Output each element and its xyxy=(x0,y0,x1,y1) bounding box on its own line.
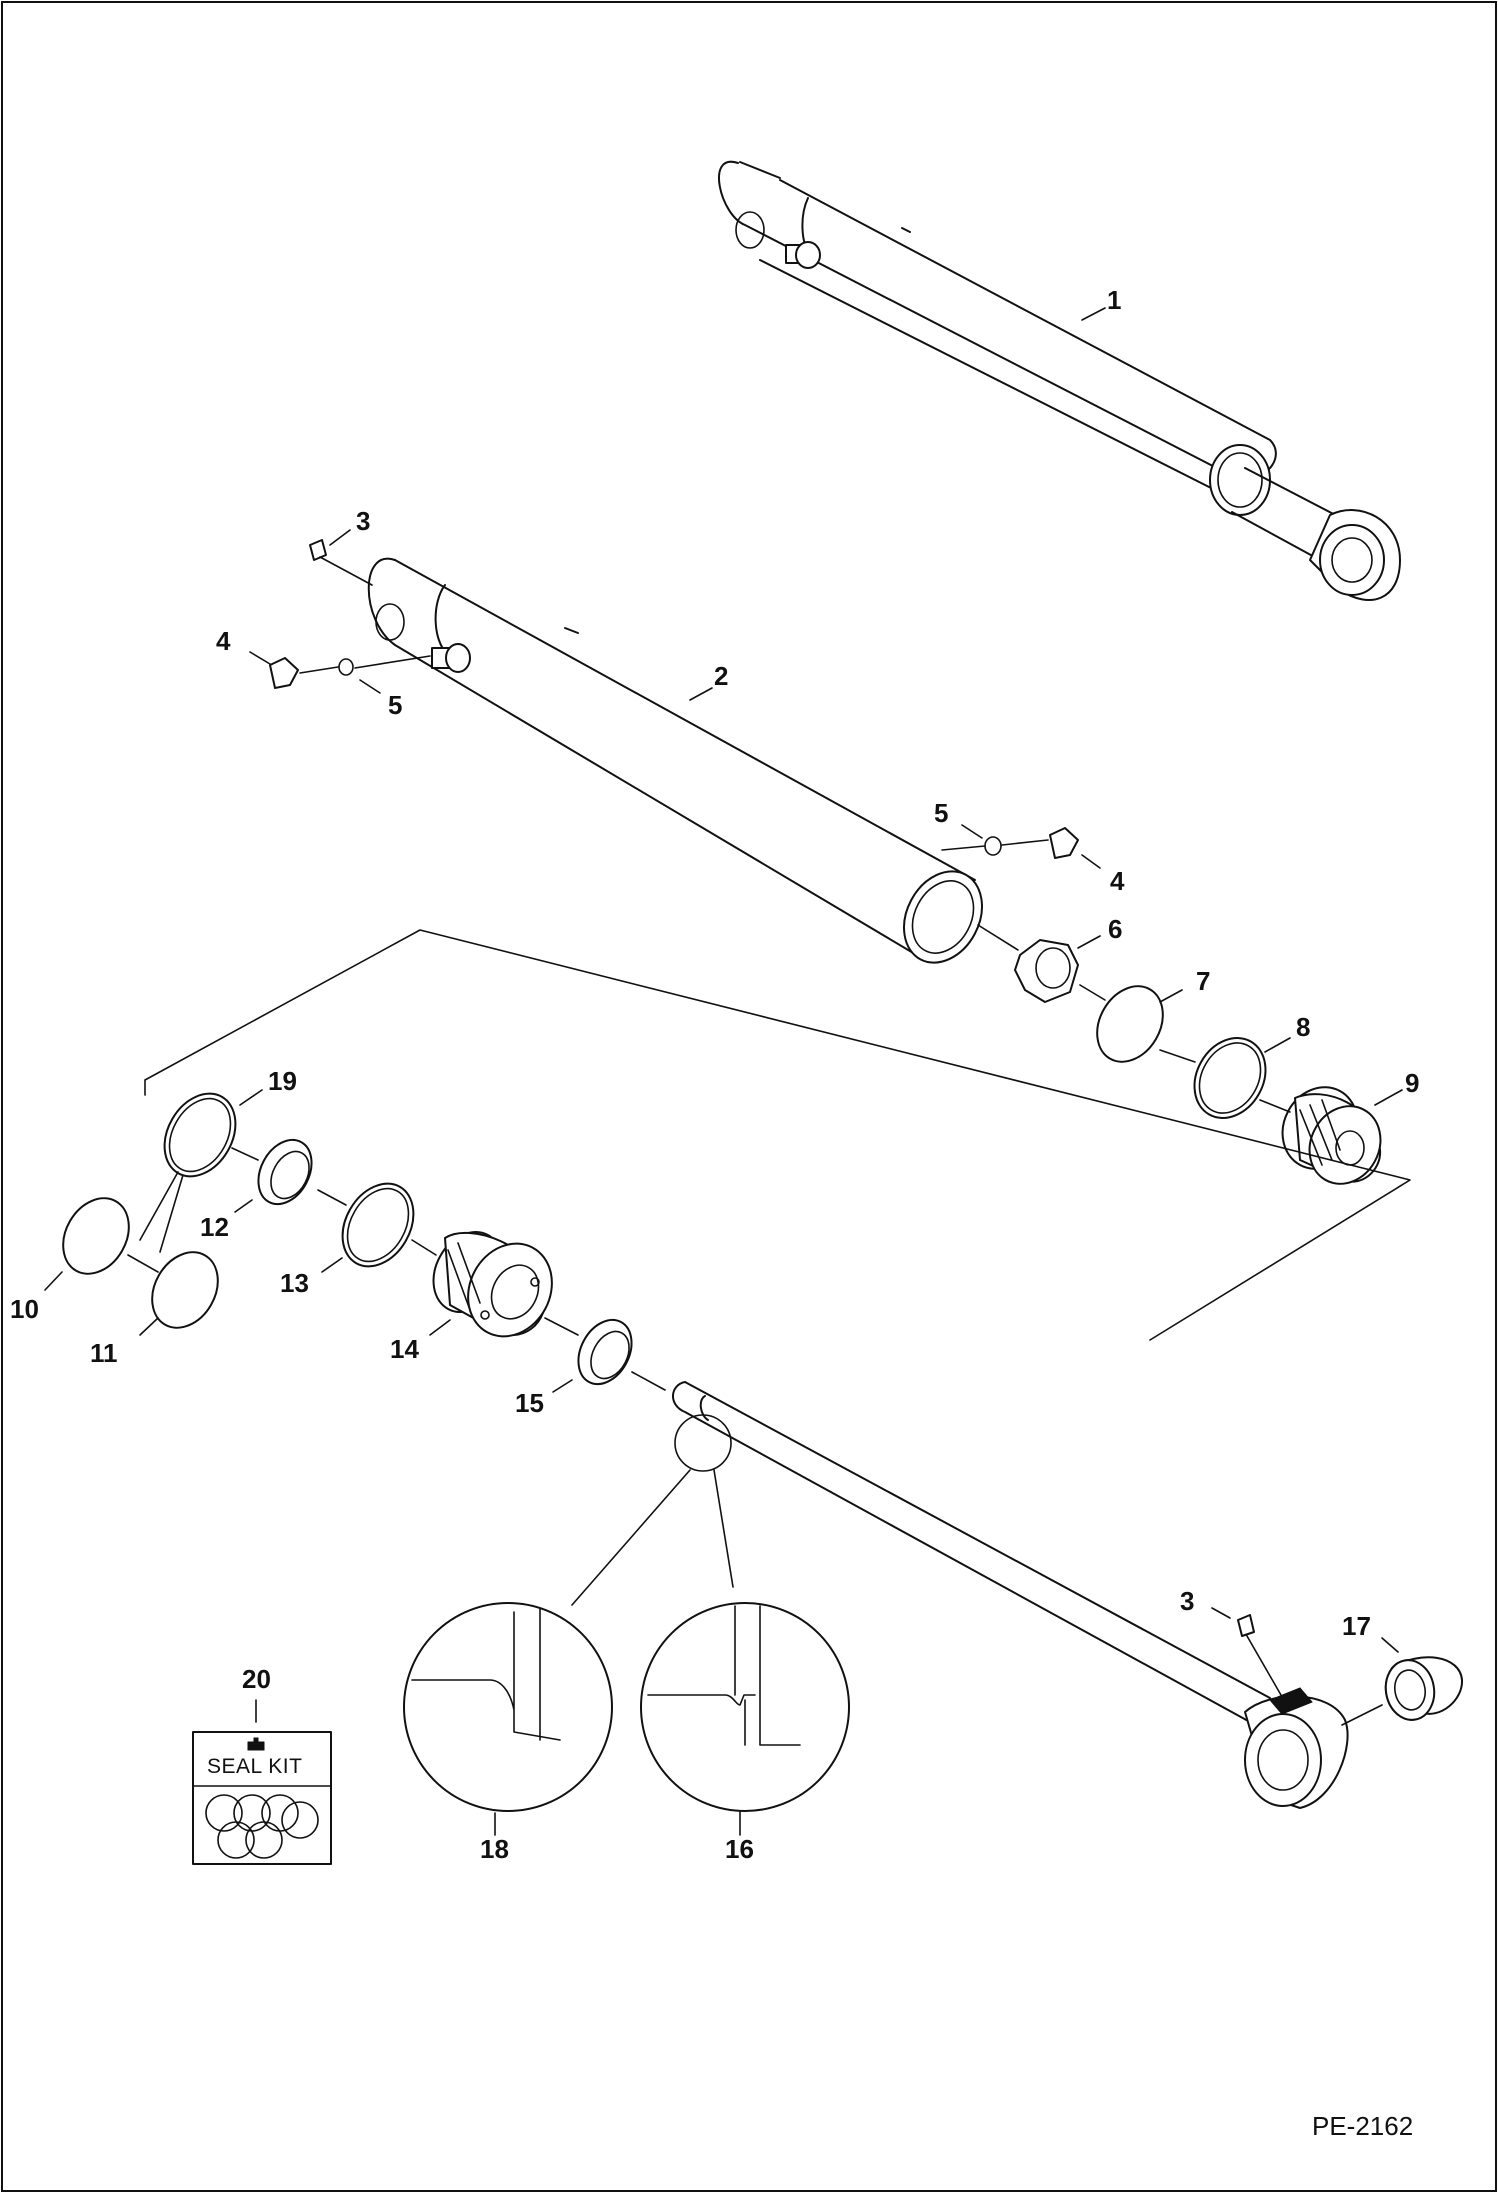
leader-1 xyxy=(1081,307,1106,321)
leader-12 xyxy=(234,1199,253,1213)
leader-4b-2 xyxy=(1081,854,1101,869)
callout-10: 10 xyxy=(10,1294,39,1324)
callout-5a: 5 xyxy=(388,690,402,720)
callout-1: 1 xyxy=(1107,285,1121,315)
leader-4a xyxy=(249,651,271,665)
callout-5b: 5 xyxy=(934,798,948,828)
leader-6-2 xyxy=(977,924,1019,951)
wiper-12 xyxy=(257,1138,313,1206)
callout-8: 8 xyxy=(1296,1012,1310,1042)
leader-19 xyxy=(239,1089,263,1106)
leader-4b-1 xyxy=(1001,839,1049,846)
leader-14 xyxy=(429,1319,451,1336)
callout-9: 9 xyxy=(1405,1068,1419,1098)
detail-source-circle xyxy=(674,1414,732,1472)
callout-7: 7 xyxy=(1196,966,1210,996)
grease-fitting-lower xyxy=(1237,1614,1286,1703)
callout-4b: 4 xyxy=(1110,866,1125,896)
leader-10 xyxy=(44,1271,63,1291)
callout-13: 13 xyxy=(280,1268,309,1298)
seal-kit-bracket xyxy=(144,929,1411,1341)
assembled-cylinder xyxy=(718,160,1401,601)
leader-5b xyxy=(941,845,986,851)
seal-kit-package xyxy=(192,1731,332,1865)
leader-9 xyxy=(1374,1089,1403,1106)
leader-8 xyxy=(1264,1037,1291,1053)
callout-15: 15 xyxy=(515,1388,544,1418)
callout-17: 17 xyxy=(1342,1611,1371,1641)
o-ring-right xyxy=(984,836,1002,856)
callout-14: 14 xyxy=(390,1334,419,1364)
hex-nut xyxy=(1014,939,1079,1003)
leader-5b-2 xyxy=(961,824,983,839)
ring-19-inner xyxy=(168,1097,232,1173)
callout-16: 16 xyxy=(725,1834,754,1864)
detail-line-18 xyxy=(571,1469,691,1606)
leader-9-2 xyxy=(1259,1099,1291,1113)
leader-6 xyxy=(1077,935,1101,949)
leader-5a-3 xyxy=(359,679,381,694)
leader-5a-2 xyxy=(354,655,431,669)
leader-11-19 xyxy=(159,1174,184,1253)
ring-13-inner xyxy=(346,1187,410,1263)
leader-15-3 xyxy=(631,1371,666,1391)
leader-13 xyxy=(321,1257,343,1273)
ring-10 xyxy=(62,1197,130,1275)
ring-8 xyxy=(1193,1037,1267,1119)
leader-12-2 xyxy=(231,1147,259,1161)
leader-5a-1 xyxy=(299,666,339,674)
ring-11 xyxy=(151,1251,219,1329)
seal-kit-label: SEAL KIT xyxy=(207,1755,302,1778)
detail-view-18 xyxy=(403,1602,613,1812)
callout-20: 20 xyxy=(242,1664,271,1694)
barrel xyxy=(367,557,983,964)
leader-17-2 xyxy=(1341,1704,1383,1726)
detail-line-16 xyxy=(713,1469,734,1588)
leader-10-19 xyxy=(139,1171,179,1241)
callout-19: 19 xyxy=(268,1066,297,1096)
callout-4a: 4 xyxy=(216,626,231,656)
leader-8-2 xyxy=(1159,1049,1196,1063)
leader-3b xyxy=(1211,1607,1231,1619)
leader-15-2 xyxy=(544,1317,579,1336)
document-id: PE-2162 xyxy=(1312,2111,1413,2141)
cylinder-head xyxy=(432,1230,553,1338)
ring-13 xyxy=(341,1182,415,1268)
callout-11: 11 xyxy=(90,1338,118,1368)
detail-view-16 xyxy=(640,1602,850,1812)
ring-7 xyxy=(1096,985,1164,1063)
leader-7-2 xyxy=(1079,984,1106,1001)
ring-8-inner xyxy=(1198,1042,1262,1114)
callout-18: 18 xyxy=(480,1834,509,1864)
leader-11 xyxy=(139,1317,159,1336)
wiper-15 xyxy=(577,1318,633,1386)
callout-3a: 3 xyxy=(356,506,370,536)
o-ring-left xyxy=(338,658,354,676)
callout-3b: 3 xyxy=(1180,1586,1194,1616)
leader-7 xyxy=(1159,989,1183,1003)
leader-3a xyxy=(329,529,351,546)
ring-19 xyxy=(163,1092,237,1178)
plug-left xyxy=(269,657,299,689)
leader-15 xyxy=(552,1379,573,1393)
piston xyxy=(1281,1086,1382,1185)
leader-13-2 xyxy=(317,1189,347,1206)
leader-11-10 xyxy=(127,1254,159,1273)
piston-rod xyxy=(672,1381,1349,1809)
callout-2: 2 xyxy=(714,661,728,691)
callout-6: 6 xyxy=(1108,914,1122,944)
leader-2 xyxy=(689,687,713,701)
bushing xyxy=(1384,1656,1464,1721)
grease-fitting-upper xyxy=(309,539,373,586)
leader-14-2 xyxy=(411,1239,437,1256)
callout-12: 12 xyxy=(200,1212,229,1242)
plug-right xyxy=(1049,827,1079,859)
leader-17 xyxy=(1381,1637,1399,1653)
